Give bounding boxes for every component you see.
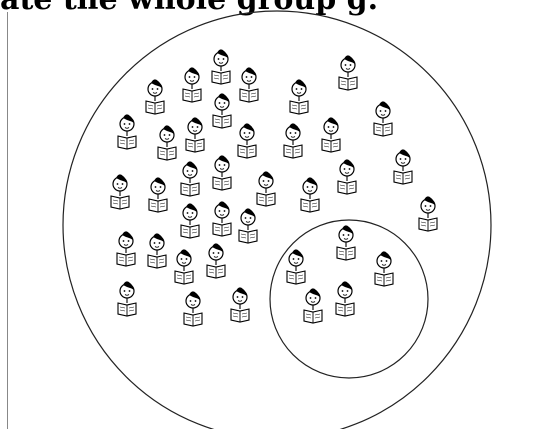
child-reading-book-icon: [301, 177, 319, 212]
child-reading-book-icon: [375, 251, 393, 286]
child-reading-book-icon: [158, 125, 176, 160]
child-reading-book-icon: [186, 117, 204, 152]
child-reading-book-icon: [146, 79, 164, 114]
child-reading-book-icon: [118, 114, 136, 149]
child-reading-book-icon: [207, 243, 225, 278]
child-reading-book-icon: [322, 117, 340, 152]
child-reading-book-icon: [213, 155, 231, 190]
child-reading-book-icon: [118, 281, 136, 316]
child-reading-book-icon: [339, 55, 357, 90]
child-reading-book-icon: [419, 196, 437, 231]
child-reading-book-icon: [149, 177, 167, 212]
child-reading-book-icon: [183, 67, 201, 102]
child-reading-book-icon: [184, 291, 202, 326]
child-reading-book-icon: [338, 159, 356, 194]
child-reading-book-icon: [213, 93, 231, 128]
child-reading-book-icon: [239, 208, 257, 243]
child-reading-book-icon: [290, 79, 308, 114]
child-reading-book-icon: [284, 123, 302, 158]
child-reading-book-icon: [148, 233, 166, 268]
child-reading-book-icon: [257, 171, 275, 206]
child-reading-book-icon: [181, 203, 199, 238]
child-reading-book-icon: [117, 231, 135, 266]
child-reading-book-icon: [287, 249, 305, 284]
child-reading-book-icon: [212, 49, 230, 84]
child-reading-book-icon: [336, 281, 354, 316]
child-reading-book-icon: [394, 149, 412, 184]
child-reading-book-icon: [374, 101, 392, 136]
child-reading-book-icon: [337, 225, 355, 260]
child-reading-book-icon: [111, 174, 129, 209]
child-reading-book-icon: [304, 288, 322, 323]
child-reading-book-icon: [181, 161, 199, 196]
inner-subset-circle: [270, 220, 428, 378]
child-reading-book-icon: [238, 123, 256, 158]
child-reading-book-icon: [240, 67, 258, 102]
child-reading-book-icon: [175, 249, 193, 284]
child-reading-book-icon: [213, 201, 231, 236]
child-reading-book-icon: [231, 287, 249, 322]
